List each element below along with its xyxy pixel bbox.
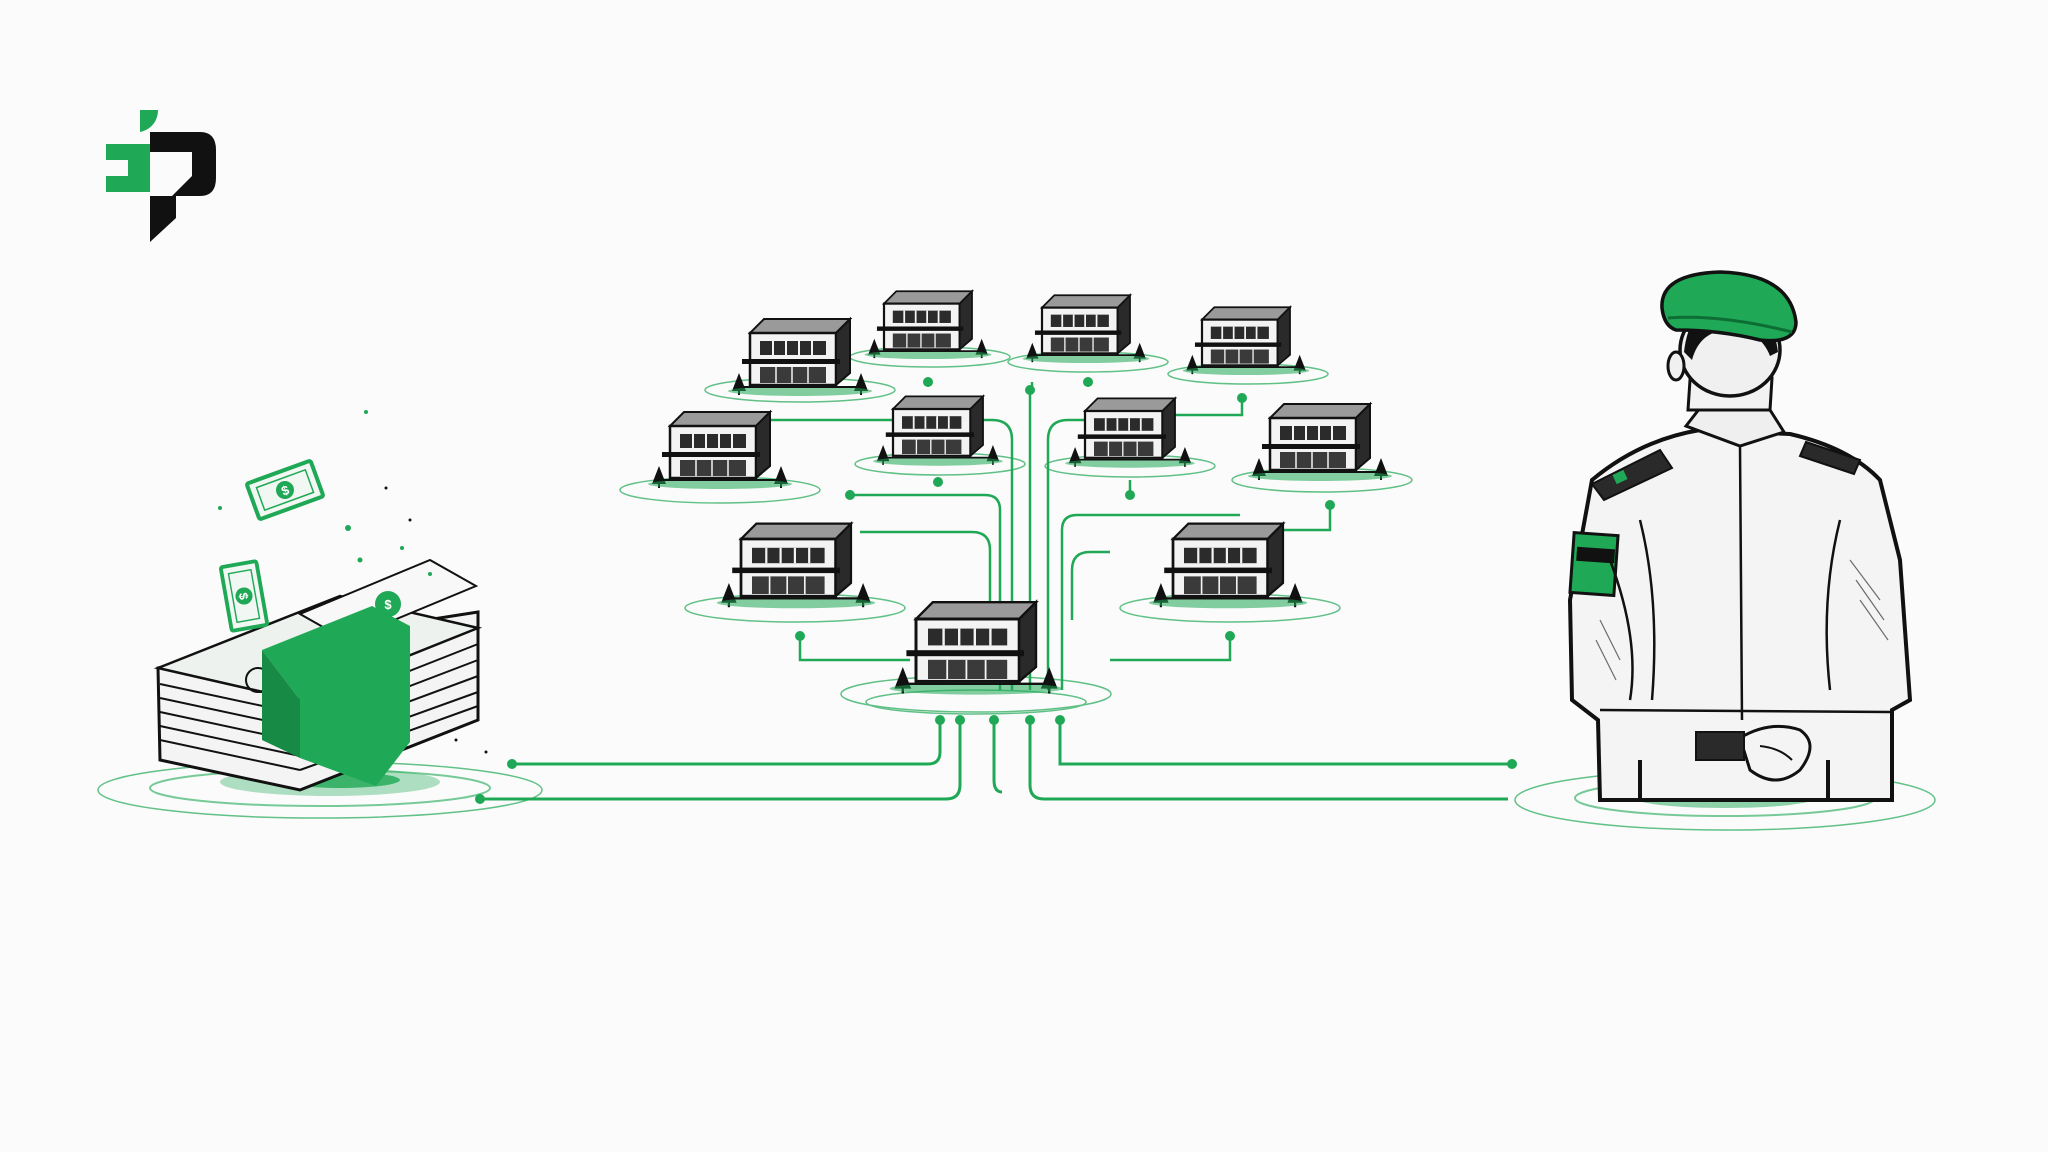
- connector-nodes: [475, 715, 1517, 804]
- cash-stack-icon: $: [97, 410, 543, 819]
- connector-lines: [480, 722, 1512, 801]
- military-officer-icon: [1514, 270, 1936, 831]
- company-network-icon: [619, 290, 1413, 715]
- dp-logo-icon: [106, 110, 216, 242]
- svg-text:$: $: [384, 597, 392, 612]
